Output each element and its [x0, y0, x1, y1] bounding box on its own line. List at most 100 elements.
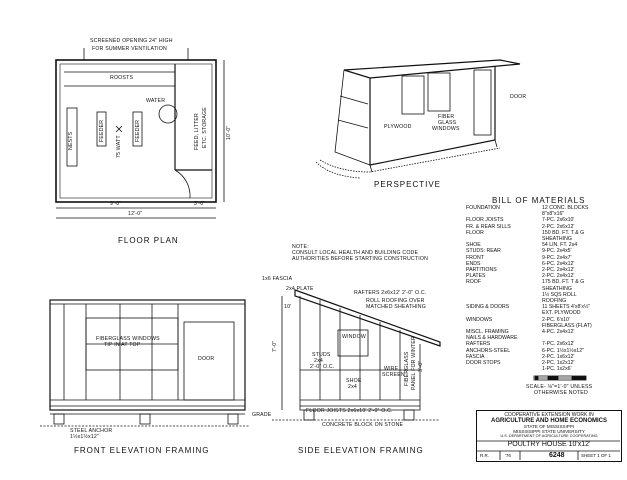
tb-line-5: U.S. DEPARTMENT OF AGRICULTURE COOPERATI…	[500, 434, 598, 438]
front-elevation-title: FRONT ELEVATION FRAMING	[74, 446, 210, 455]
bom-quantity: 54 LIN. FT. 2x4	[542, 242, 578, 249]
bom-quantity: 7-PC. 2x6x10'	[542, 217, 575, 224]
bom-quantity: 2-PC. 1x2x12'	[542, 360, 575, 367]
fiber-label: FIBER	[438, 114, 455, 120]
bom-item: FLOOR	[466, 229, 484, 236]
dim-9: 9'-0"	[110, 201, 122, 207]
floor-plan-note-1: SCREENED OPENING 24" HIGH	[90, 38, 173, 44]
bom-row: RAFTERS 7-PC. 2x6x12'	[466, 341, 616, 347]
bom-quantity: 9-PC. 2x4x5'	[542, 248, 572, 255]
door-label: DOOR	[510, 94, 527, 100]
front-elevation-framing	[40, 299, 250, 427]
bom-quantity: SHEATHING	[542, 285, 572, 292]
feed-label: FEED, LITTER	[194, 113, 200, 150]
bom-row: ROOFING	[466, 298, 616, 304]
fascia-label: 1x6 FASCIA	[262, 276, 293, 282]
watt-label: 75 WATT	[116, 135, 122, 158]
tb-drawing-name: POULTRY HOUSE 10'x12'	[507, 441, 591, 448]
front-door-label: DOOR	[198, 356, 215, 362]
roll-roofing-label: ROLL ROOFING OVER	[366, 298, 425, 304]
bom-row: SHEATHING	[466, 286, 616, 292]
title-block: COOPERATIVE EXTENSION WORK IN AGRICULTUR…	[476, 410, 622, 462]
bom-quantity: 6-PC. 1½x1½x12"	[542, 347, 584, 354]
bom-row: DOOR STOPS 2-PC. 1x2x12'	[466, 360, 616, 366]
bom-item: SHOE	[466, 242, 481, 249]
tb-sheet: SHEET 1 OF 1	[581, 453, 611, 458]
plate-label: 2x4 PLATE	[286, 286, 314, 292]
bom-item: PLATES	[466, 273, 486, 280]
tb-line-2: AGRICULTURE AND HOME ECONOMICS	[491, 418, 607, 424]
glass-label: GLASS	[438, 120, 457, 126]
bom-item: RAFTERS	[466, 341, 491, 348]
bom-quantity: 4-PC. 2x4x12'	[542, 329, 575, 336]
scale-line-2: OTHERWISE NOTED	[534, 390, 588, 396]
tb-number: 6248	[549, 452, 565, 459]
bom-item: DOOR STOPS	[466, 360, 501, 367]
bom-item: STUDS: REAR	[466, 248, 501, 255]
perspective-title: PERSPECTIVE	[374, 180, 442, 189]
screen-label: SCREEN	[382, 372, 405, 378]
bom-quantity: 12 CONC. BLOCKS	[542, 205, 589, 211]
dim-10: 10'-0"	[226, 125, 232, 140]
height-7-label: 7'-0"	[272, 340, 278, 352]
bom-row: STUDS: REAR 9-PC. 2x4x5'	[466, 248, 616, 254]
bom-quantity: 175 BD. FT. T & G	[542, 279, 585, 286]
side-elevation-title: SIDE ELEVATION FRAMING	[298, 446, 424, 455]
tb-line-3: STATE OF MISSISSIPPI	[523, 424, 575, 429]
grade-label: GRADE	[252, 412, 272, 418]
floor-plan-title: FLOOR PLAN	[118, 236, 179, 245]
floor-joists-label: FLOOR JOISTS 2x6x10' 2'-0" O.C.	[306, 408, 393, 414]
storage-label: ETC. STORAGE	[202, 107, 208, 148]
bom-row: FIBERGLASS (FLAT)	[466, 323, 616, 329]
bom-row: EXT. PLYWOOD	[466, 310, 616, 316]
bom-quantity: 11 SHEETS 4'x8'x½"	[542, 304, 591, 311]
bom-item: FR. & REAR SILLS	[466, 223, 511, 230]
tb-line-1: COOPERATIVE EXTENSION WORK IN	[504, 412, 594, 418]
bom-row: SHEATHING	[466, 236, 616, 242]
tip-in-label: TIP IN AT TOP	[104, 342, 141, 348]
bom-quantity: 2-PC. 2x4x12'	[542, 273, 575, 280]
fiberglass-windows-label: FIBERGLASS WINDOWS	[96, 336, 160, 342]
bom-row: FOUNDATION 12 CONC. BLOCKS	[466, 205, 616, 211]
feeder-label-1: FEEDER	[99, 119, 105, 142]
bom-quantity: 8"x8"x16"	[542, 211, 565, 218]
concrete-block-label: CONCRETE BLOCK ON STONE	[322, 422, 404, 428]
bom-row: FLOOR 150 BD. FT. T & G	[466, 230, 616, 236]
bom-item: ENDS	[466, 260, 481, 267]
bom-item: FOUNDATION	[466, 205, 500, 211]
bom-quantity: 150 BD. FT. T & G	[542, 229, 585, 236]
floor-plan-outline	[55, 59, 217, 203]
bom-quantity: 2-PC. 1x6x12'	[542, 353, 575, 360]
bom-item	[466, 366, 542, 372]
bom-quantity: 2-PC. 2x4x12'	[542, 267, 575, 274]
bom-quantity: SHEATHING	[542, 236, 572, 243]
shoe-label: SHOE	[346, 378, 362, 384]
studs-label: STUDS	[312, 352, 331, 358]
panel-height-label: 3'-0"	[418, 360, 424, 372]
bom-row: NAILS & HARDWARE	[466, 335, 616, 341]
bom-row: 1½ SQS ROLL	[466, 292, 616, 298]
bom-row: SHOE 54 LIN. FT. 2x4	[466, 242, 616, 248]
water-label: WATER	[146, 98, 166, 104]
height-10-label: 10'	[284, 304, 292, 310]
feeder-label-2: FEEDER	[135, 119, 141, 142]
nests-label: NESTS	[68, 131, 74, 150]
bom-item: NAILS & HARDWARE	[466, 335, 518, 342]
panel-winter-label: PANEL FOR WINTER	[411, 336, 417, 390]
bom-quantity: 7-PC. 2x6x12'	[542, 341, 575, 348]
bom-title: BILL OF MATERIALS	[492, 196, 586, 205]
dim-3: 3'-0"	[194, 201, 206, 207]
shoe-size: 2x4	[348, 384, 357, 390]
bom-quantity: EXT. PLYWOOD	[542, 310, 581, 317]
